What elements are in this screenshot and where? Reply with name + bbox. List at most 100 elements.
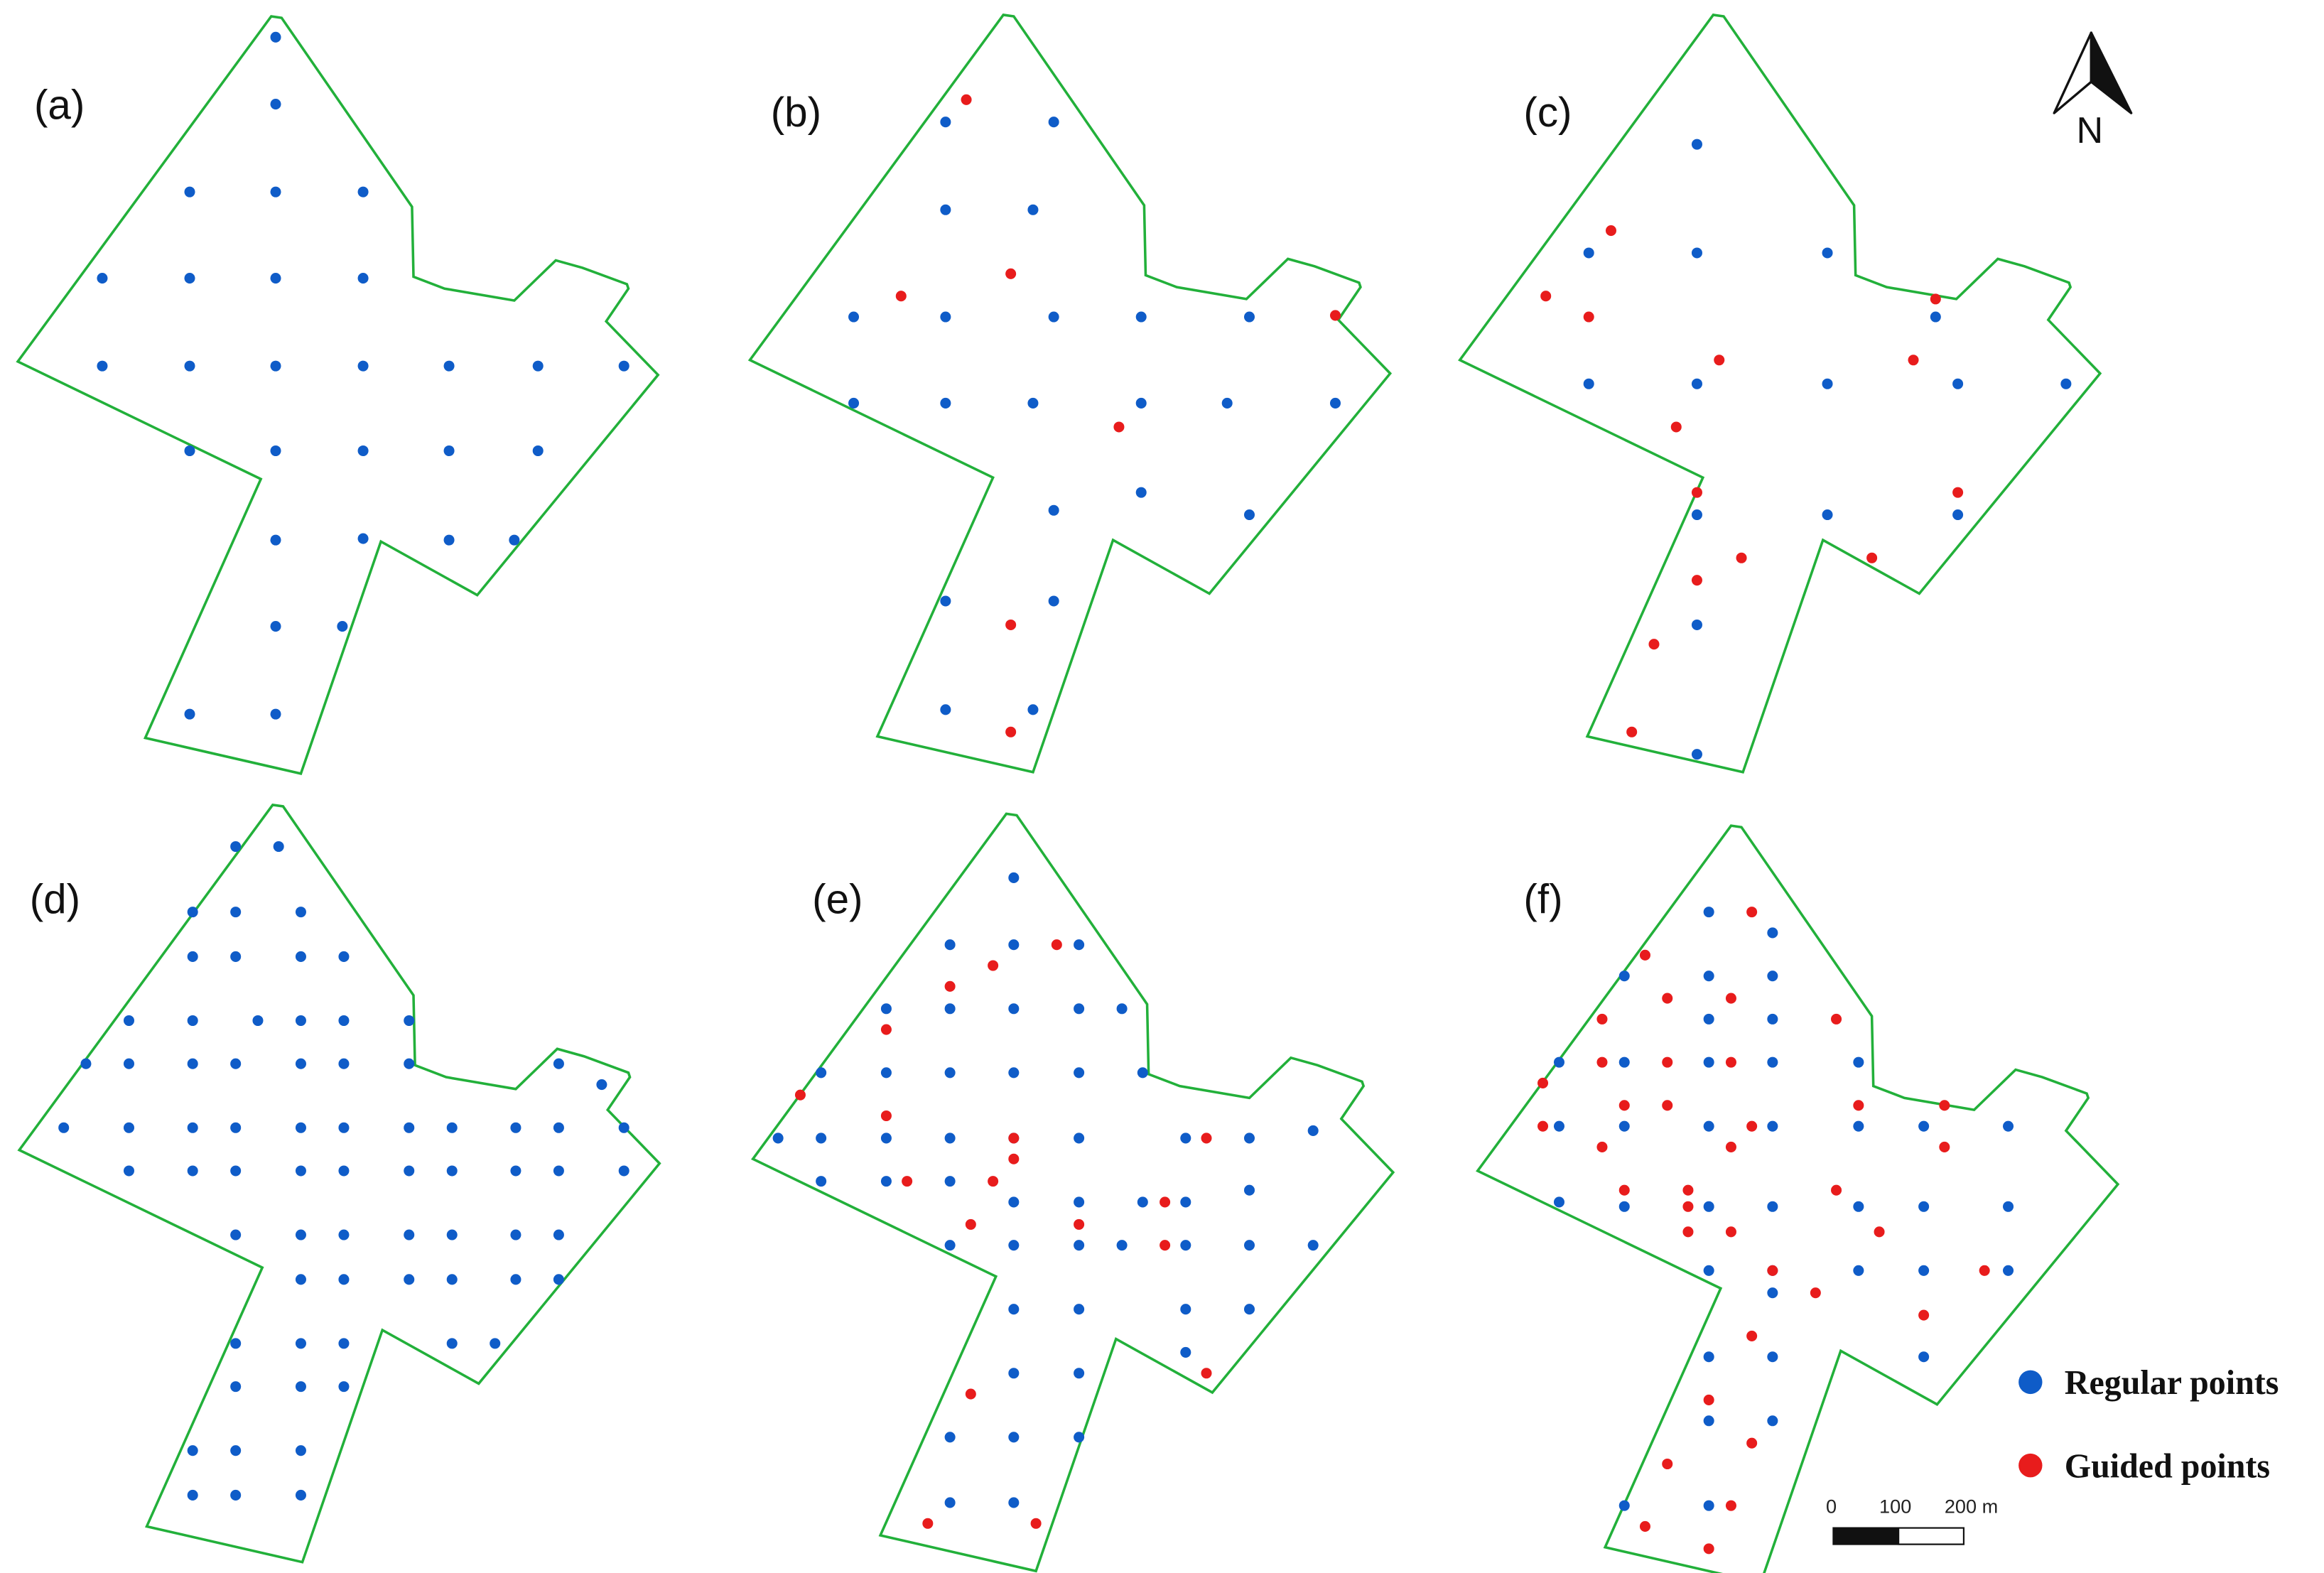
- regular-point: [490, 1338, 501, 1349]
- regular-point: [270, 708, 281, 720]
- regular-point: [270, 99, 281, 110]
- regular-point: [1618, 1201, 1630, 1212]
- regular-point: [338, 1274, 350, 1285]
- regular-point: [230, 1381, 242, 1393]
- regular-point: [1767, 1415, 1778, 1427]
- guided-point: [1662, 1100, 1673, 1111]
- panel-label: (f): [1523, 877, 1562, 923]
- regular-point: [1553, 1196, 1564, 1208]
- regular-point: [1853, 1056, 1864, 1068]
- regular-point: [940, 595, 951, 607]
- guided-point: [988, 1176, 999, 1187]
- regular-point: [1767, 1013, 1778, 1025]
- guided-point: [1746, 1437, 1758, 1449]
- regular-point: [944, 1176, 956, 1187]
- panel-a: (a): [16, 15, 659, 775]
- guided-point: [1596, 1013, 1608, 1025]
- regular-point: [1074, 1368, 1085, 1379]
- regular-point: [1618, 971, 1630, 982]
- regular-point: [1008, 1067, 1020, 1079]
- regular-point: [1930, 311, 1941, 323]
- regular-point: [446, 1274, 458, 1285]
- regular-point: [270, 534, 281, 546]
- guided-point: [1691, 487, 1702, 498]
- guided-point: [1746, 907, 1758, 918]
- guided-point: [1725, 993, 1736, 1004]
- regular-point: [940, 311, 951, 323]
- guided-point: [1618, 1100, 1630, 1111]
- regular-point: [446, 1122, 458, 1133]
- guided-point: [1952, 487, 1964, 498]
- regular-point: [295, 1058, 306, 1069]
- guided-point: [1618, 1184, 1630, 1196]
- regular-point: [404, 1015, 415, 1027]
- guided-point: [1767, 1265, 1778, 1276]
- regular-point: [184, 708, 195, 720]
- regular-point: [1243, 1133, 1255, 1144]
- regular-point: [1027, 397, 1039, 409]
- regular-point: [1180, 1346, 1191, 1358]
- regular-point: [944, 939, 956, 951]
- regular-point: [1618, 1500, 1630, 1511]
- regular-point: [940, 397, 951, 409]
- regular-point: [295, 1229, 306, 1240]
- regular-point: [1074, 1432, 1085, 1443]
- regular-point: [230, 1489, 242, 1501]
- regular-point: [357, 533, 369, 544]
- regular-point: [618, 1165, 629, 1177]
- regular-point: [596, 1079, 607, 1091]
- regular-point: [1243, 1240, 1255, 1251]
- regular-point: [1691, 509, 1702, 521]
- guided-point: [1008, 1153, 1020, 1164]
- regular-point: [357, 273, 369, 284]
- study-area-boundary: [751, 812, 1395, 1573]
- regular-point: [510, 1229, 521, 1240]
- panel-label: (e): [812, 877, 863, 923]
- regular-point: [1767, 1201, 1778, 1212]
- regular-point: [2003, 1265, 2014, 1276]
- regular-point: [446, 1229, 458, 1240]
- study-area-boundary: [748, 13, 1392, 774]
- regular-point: [880, 1067, 892, 1079]
- regular-point: [1703, 1120, 1714, 1132]
- regular-point: [1703, 907, 1714, 918]
- regular-point: [944, 1133, 956, 1144]
- guided-point: [1596, 1141, 1608, 1153]
- regular-point: [1703, 1013, 1714, 1025]
- regular-point: [187, 1015, 198, 1027]
- guided-point: [1670, 421, 1682, 433]
- guided-point: [1596, 1056, 1608, 1068]
- scale-tick-0: 0: [1826, 1496, 1837, 1518]
- regular-point: [187, 1445, 198, 1456]
- guided-point: [1030, 1518, 1042, 1529]
- regular-point: [97, 273, 108, 284]
- guided-point: [1682, 1226, 1694, 1238]
- regular-point: [184, 360, 195, 372]
- guided-point: [1725, 1141, 1736, 1153]
- regular-point: [295, 1015, 306, 1027]
- regular-point: [1048, 595, 1059, 607]
- regular-point: [187, 907, 198, 918]
- guided-point: [794, 1089, 806, 1101]
- regular-point: [187, 1122, 198, 1133]
- regular-point: [123, 1122, 134, 1133]
- regular-point: [2003, 1201, 2014, 1212]
- regular-point: [1918, 1120, 1930, 1132]
- study-area-boundary: [18, 804, 661, 1564]
- regular-point: [357, 186, 369, 198]
- regular-point: [123, 1165, 134, 1177]
- regular-point: [338, 1381, 350, 1393]
- regular-point: [1074, 1196, 1085, 1208]
- regular-point: [1553, 1120, 1564, 1132]
- sample-points: [1540, 139, 2072, 760]
- regular-point: [1243, 1304, 1255, 1315]
- regular-point: [553, 1122, 564, 1133]
- sample-points: [97, 31, 629, 720]
- regular-point: [230, 1338, 242, 1349]
- guided-point: [902, 1176, 913, 1187]
- guided-point: [1113, 421, 1125, 433]
- regular-point: [1137, 1196, 1148, 1208]
- regular-point: [1853, 1201, 1864, 1212]
- panel-label: (a): [34, 82, 85, 128]
- regular-point: [270, 273, 281, 284]
